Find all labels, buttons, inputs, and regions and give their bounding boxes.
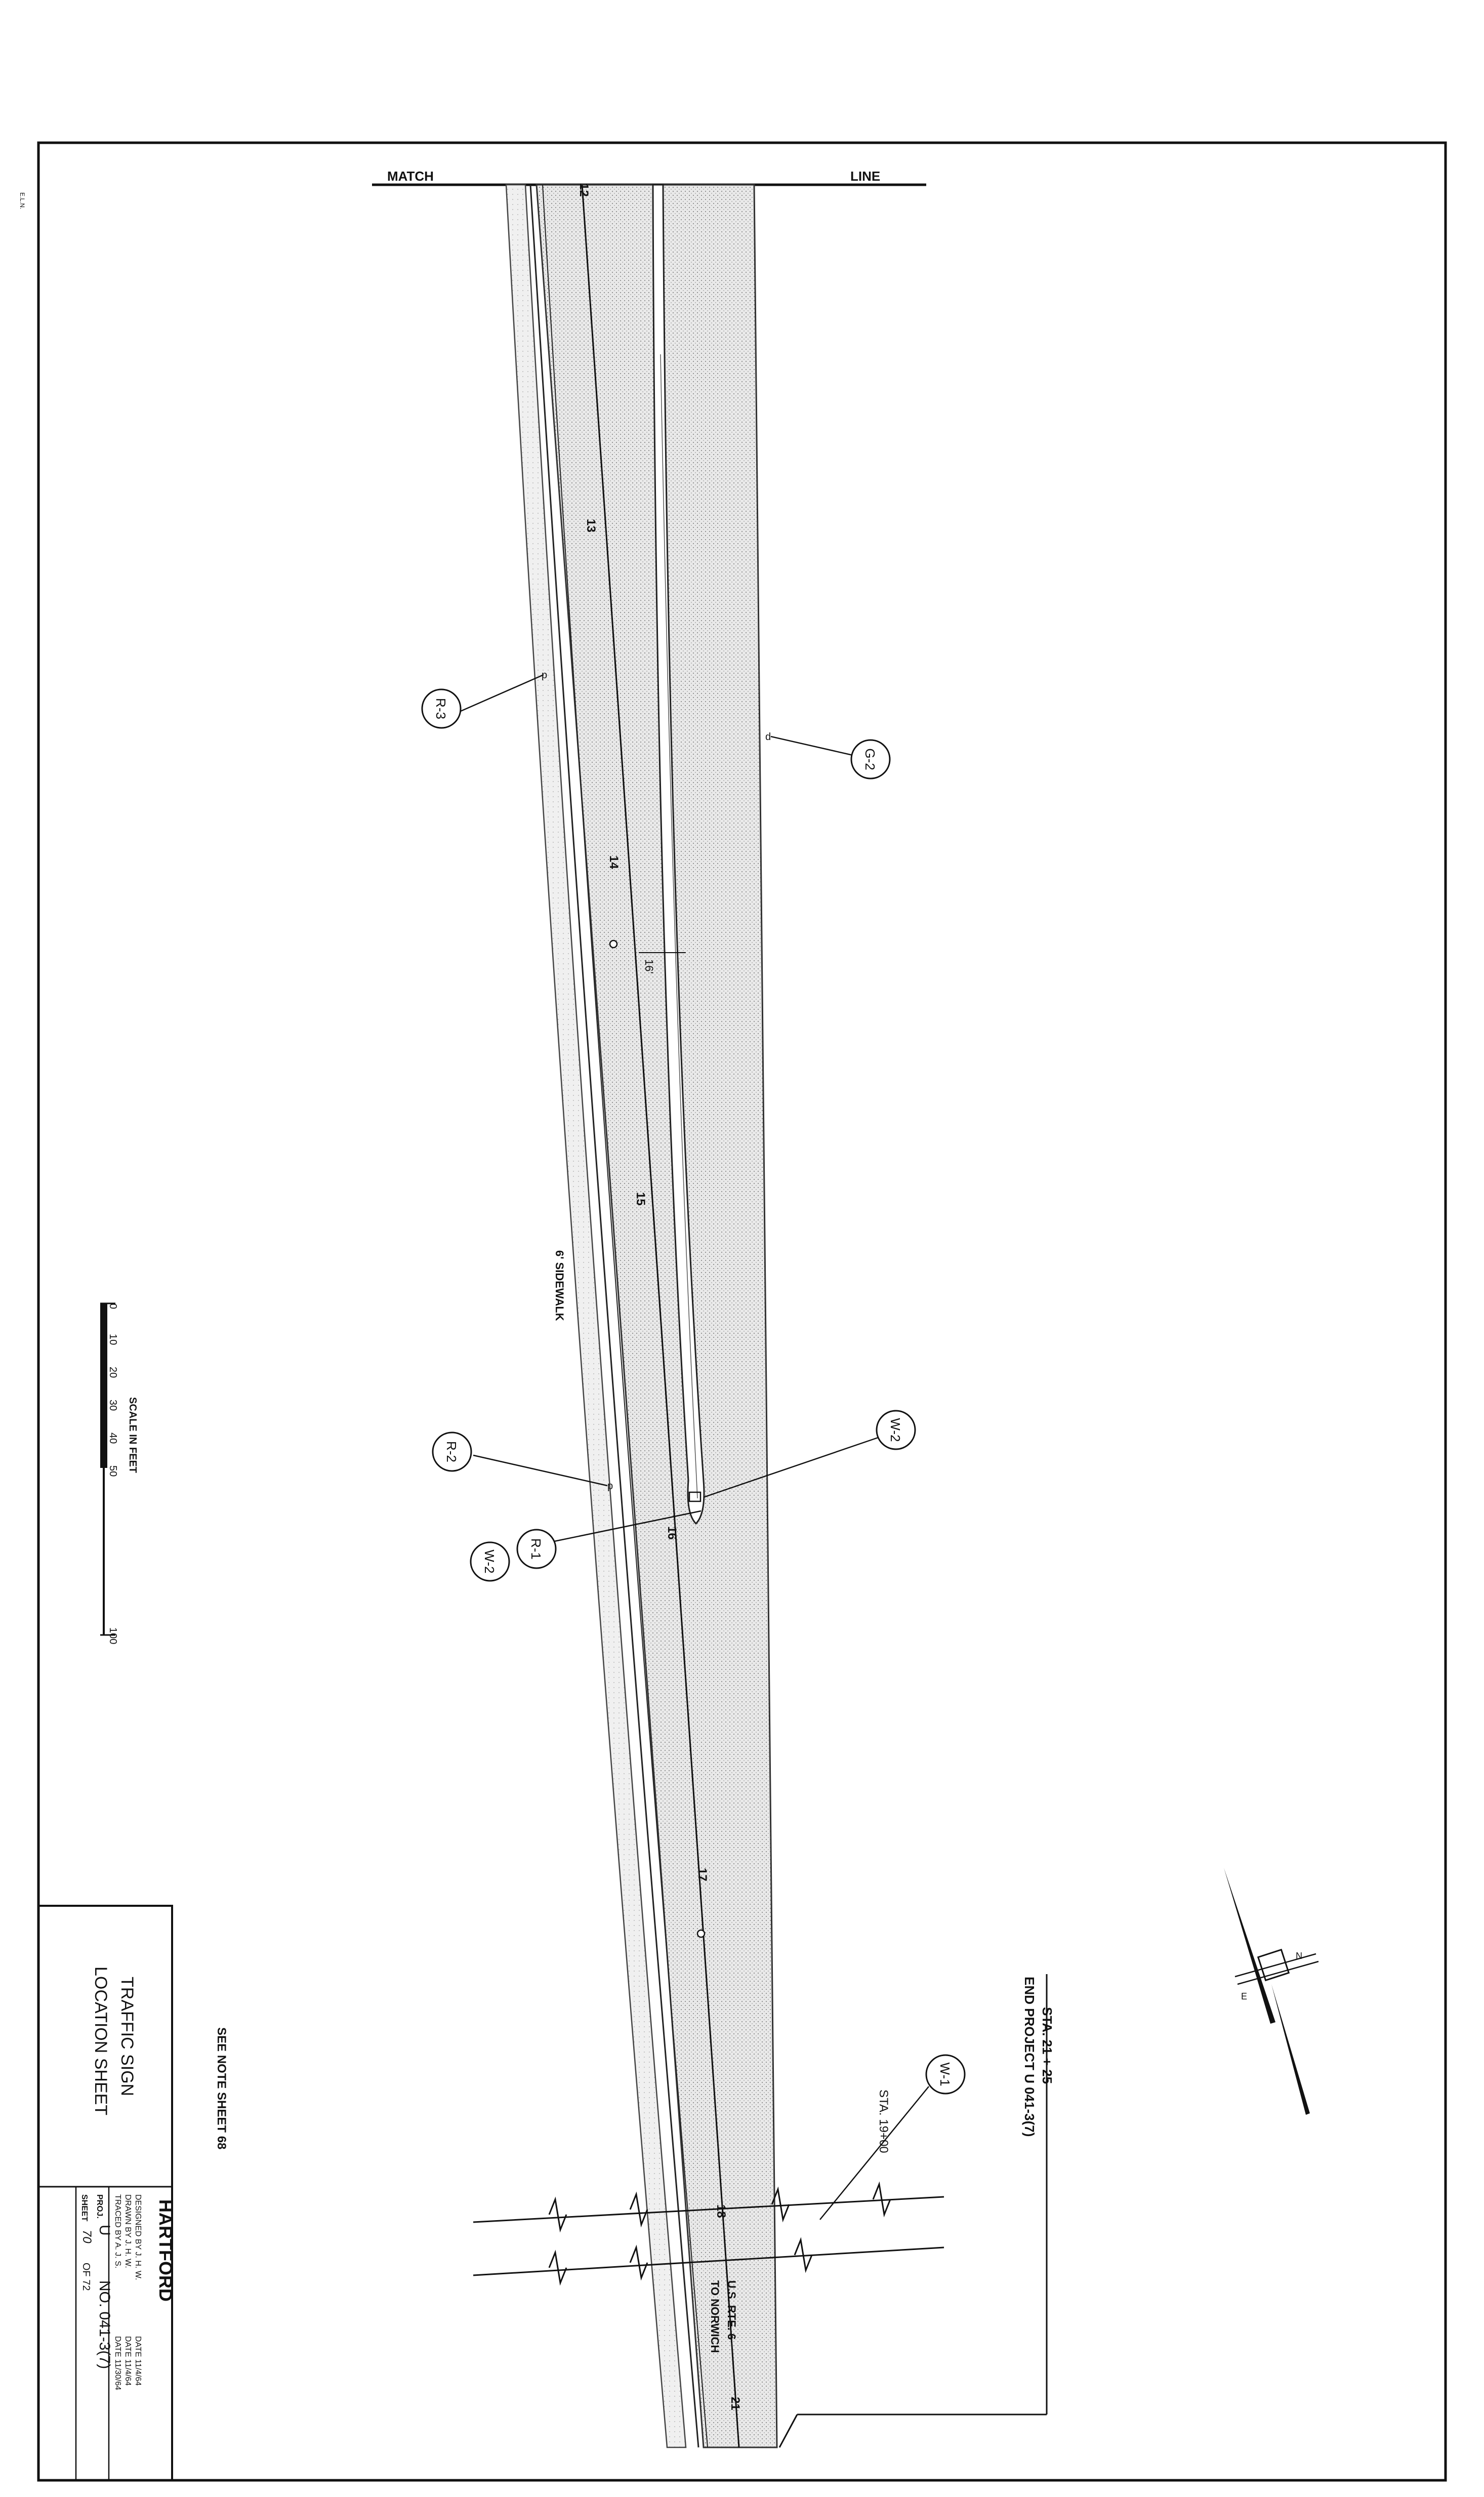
station-label: 16 [665,1526,679,1540]
island-inner-line [660,354,698,1499]
sign-post-marker: p [542,670,547,681]
callout-leader [460,674,544,712]
callout-bubble [850,739,891,780]
town-name: HARTFORD [155,2199,176,2302]
callout-leader [819,2086,929,2220]
scale-tick-label: 0 [107,1303,118,1309]
break-line [548,2196,567,2233]
project-prefix: PROJ. [95,2194,104,2219]
project-number: NO. 041-3(7) [96,2280,113,2369]
sidewalk-band [505,184,687,2448]
scale-tick-label: 30 [107,1400,118,1411]
station-label: 17 [695,1868,709,1881]
scale-tick-label: 10 [107,1334,118,1345]
survey-baseline [581,184,740,2448]
scale-tick-label: 20 [107,1367,118,1378]
end-project-leader [778,2414,798,2448]
end-project-station: STA. 21 + 25 [1040,2007,1055,2084]
callout-leader [473,1454,608,1487]
title-line-1: TRAFFIC SIGN [117,1977,137,2096]
station-label: 13 [584,519,598,533]
callout-bubble [925,2054,966,2095]
roadway-pavement [535,184,778,2448]
designed-by: DESIGNED BY J. H. W. [134,2194,142,2280]
callout-label: R-2 [444,1441,459,1462]
break-line [771,2186,790,2223]
sheet-of: OF 72 [80,2263,92,2291]
title-block: TRAFFIC SIGN LOCATION SHEET HARTFORD DES… [37,1905,176,2481]
sign-post-marker: p [607,1481,613,1492]
scale-tick-label: 50 [107,1465,118,1477]
title-line-2: LOCATION SHEET [91,1967,110,2115]
break-line [629,2191,648,2228]
sta-note: STA. 19+00 [877,2090,890,2153]
station-label: 14 [607,855,621,869]
curb-line-inner [542,184,708,2448]
callout-label: W-2 [888,1418,903,1442]
callout-label: W-2 [482,1549,497,1573]
scale-label: SCALE IN FEET [127,1397,138,1473]
break-line [872,2181,891,2218]
callout-bubble [516,1529,557,1569]
baseline-stake [696,1929,706,1938]
callout-leader [770,735,853,756]
route-destination: TO NORWICH [709,2280,721,2353]
drawn-date: DATE 11/4/64 [123,2336,132,2386]
project-u: U [96,2225,113,2236]
callout-label: W-1 [937,2062,953,2086]
break-line [629,2244,648,2281]
north-arrow-e: E [1241,1991,1247,2001]
callout-bubble [432,1431,472,1472]
station-label: 18 [714,2204,728,2218]
break-line [548,2249,567,2286]
callout-leader [554,1510,702,1542]
designed-date: DATE 11/4/64 [134,2336,142,2386]
cross-street-edge [473,2246,944,2276]
see-note: SEE NOTE SHEET 68 [215,2027,228,2149]
traced-date: DATE 11/30/64 [113,2336,122,2390]
station-label: 21 [728,2397,742,2410]
sheet-number: 70 [80,2230,94,2243]
callout-label: G-2 [862,748,878,770]
callout-leader [703,1437,879,1498]
break-line [794,2237,813,2273]
callout-bubble [876,1410,916,1450]
callout-label: R-1 [528,1538,544,1560]
north-arrow-n: N [1296,1951,1302,1961]
match-line-label-right: LINE [850,169,880,184]
curb-line-outer [529,184,699,2448]
dimension-label: 16' [643,959,655,974]
baseline-stake [609,939,618,949]
traffic-island [652,184,705,1525]
sheet-prefix: SHEET [80,2194,89,2222]
scale-bar: 0 10 20 30 40 50 100 SCALE IN FEET [100,1302,138,1644]
scale-tick-label: 100 [107,1627,118,1644]
sign-marker [688,1491,702,1502]
corner-stamp: E.L.N. [19,192,26,209]
traced-by: TRACED BY A. J. S. [113,2194,122,2268]
callout-label: R-3 [433,698,448,719]
sidewalk-label: 6' SIDEWALK [553,1250,566,1321]
drawn-by: DRAWN BY J. H. W. [123,2194,132,2268]
station-label: 15 [634,1192,647,1206]
station-label: 12 [577,183,591,197]
match-line-label-left: MATCH [387,169,434,184]
route-label: U.S. RTE. 6 [725,2280,738,2340]
end-project-label: END PROJECT U 041-3(7) [1022,1977,1037,2137]
callout-bubble [421,688,462,729]
cross-street-edge [473,2196,944,2223]
sign-post-marker: d [765,731,771,743]
north-arrow: N E [1224,1868,1319,2115]
callout-bubble [470,1541,510,1582]
sheet-border [37,141,1447,2482]
scale-tick-label: 40 [107,1432,118,1444]
